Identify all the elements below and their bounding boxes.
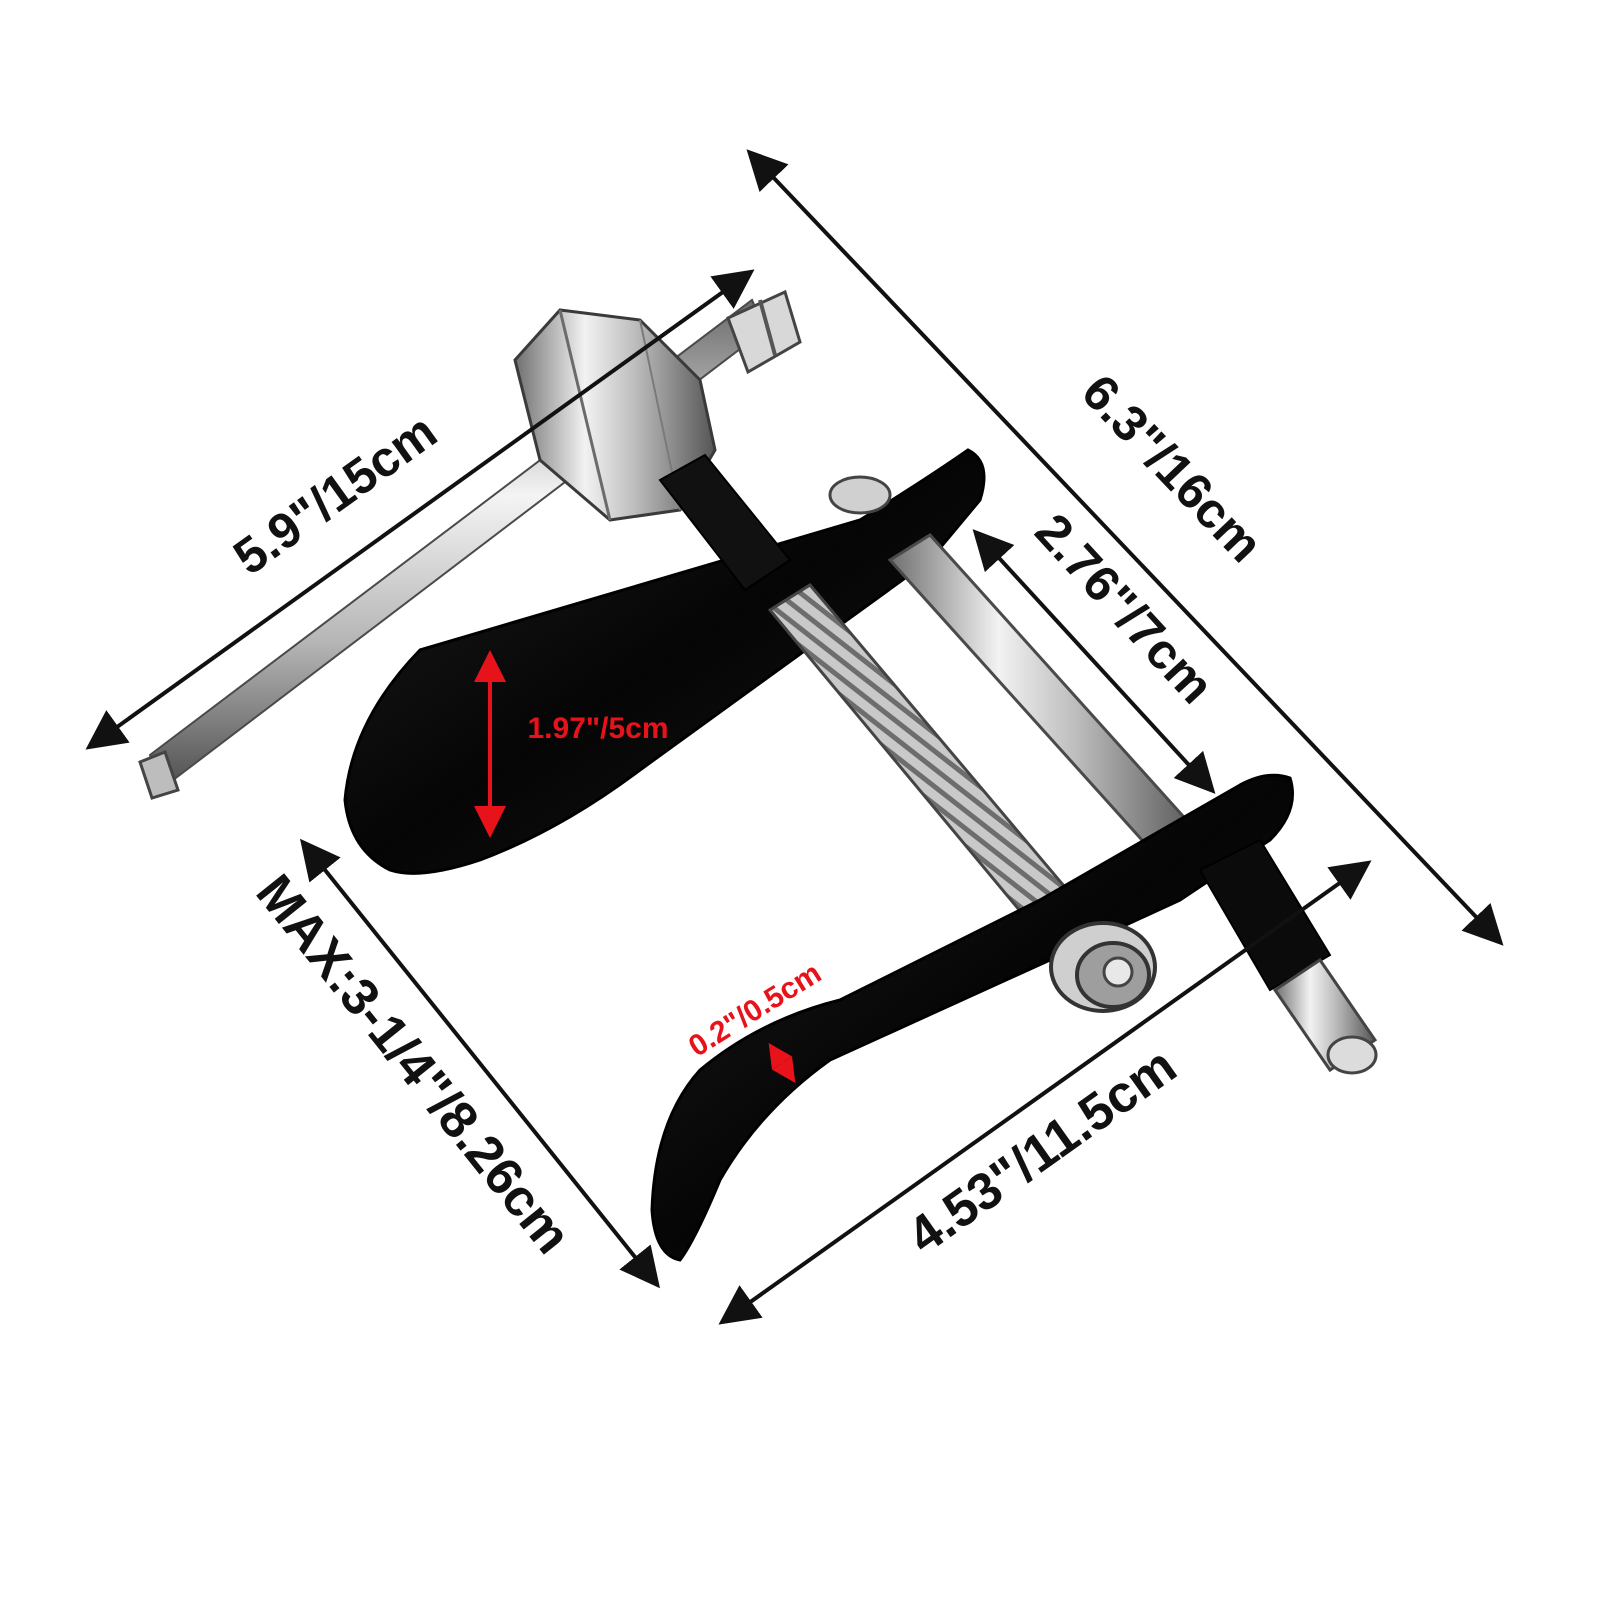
dim-line-plate-thickness [768,1043,796,1083]
red-dimension-lines [474,650,796,1083]
dim-line-max-opening [299,838,661,1289]
dim-line-shaft [85,269,755,750]
label-max-opening: MAX:3-1/4"/8.26cm [245,864,582,1265]
dimension-lines [85,149,1504,1325]
dim-line-rod [972,529,1216,794]
label-plate-width: 4.53"/11.5cm [897,1037,1186,1266]
label-plate-height: 1.97"/5cm [528,712,669,745]
bolt-head [1049,921,1157,1013]
dim-line-plate-width [718,860,1372,1325]
